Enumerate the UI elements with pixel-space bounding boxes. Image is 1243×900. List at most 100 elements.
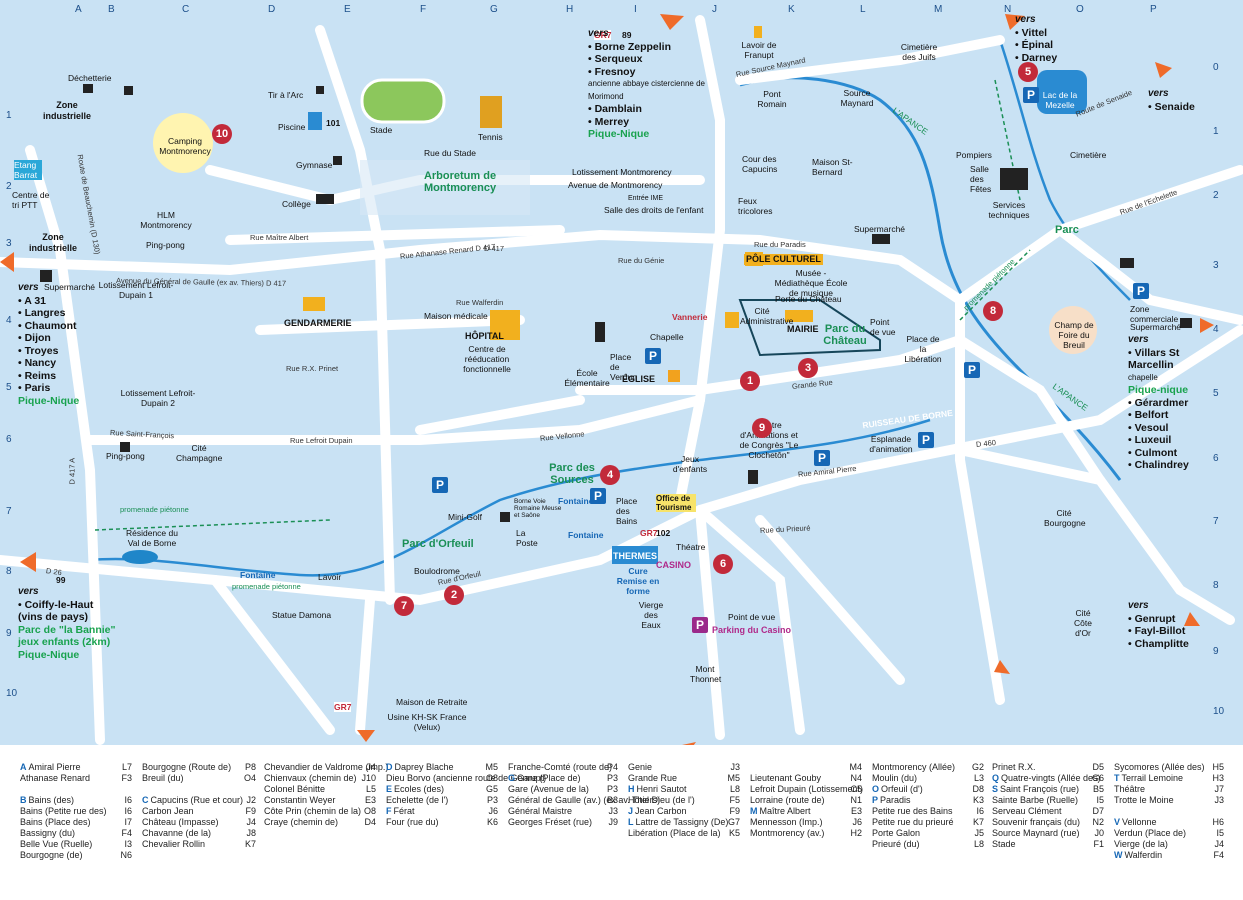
label-services-techniques: Services techniques xyxy=(988,200,1030,220)
parking-icon[interactable]: P xyxy=(964,362,980,378)
street-d417a: D 417 A xyxy=(67,457,77,485)
parking-icon[interactable]: P xyxy=(814,450,830,466)
parking-icon[interactable]: P xyxy=(645,348,661,364)
marker-3[interactable]: 3 xyxy=(798,358,818,378)
route-102: 102 xyxy=(656,528,671,538)
label-musee: Musée - Médiathèque École de musique xyxy=(774,268,848,298)
label-etang: Etang Barrat xyxy=(14,160,42,180)
legend-entry: Bourgogne (de)N6 xyxy=(20,850,132,860)
label-mairie: MAIRIE xyxy=(787,324,819,334)
legend-entry: Montmorency (av.)H2 xyxy=(750,828,862,838)
label-pont-romain: Pont Romain xyxy=(757,89,787,109)
label-hlm: HLM Montmorency xyxy=(140,210,192,230)
marker-6[interactable]: 6 xyxy=(713,554,733,574)
column-header: G xyxy=(490,4,498,15)
building xyxy=(1120,258,1134,268)
label-hopital: HÔPITAL xyxy=(465,331,504,341)
label-gymnase: Gymnase xyxy=(296,160,333,170)
marker-1[interactable]: 1 xyxy=(740,371,760,391)
column-header: N xyxy=(1004,4,1012,15)
legend-entry: Chienvaux (chemin de)J10 xyxy=(264,773,376,783)
label-salle-fetes: Salle des Fêtes xyxy=(970,164,992,194)
column-header: I xyxy=(634,4,637,15)
row-header: 1 xyxy=(1213,126,1219,137)
building xyxy=(316,194,334,204)
label-centre-reeducation: Centre de rééducation fonctionnelle xyxy=(463,344,511,374)
label-eglise: ÉGLISE xyxy=(622,374,656,384)
label-esplanade: Esplanade d'animation xyxy=(869,434,913,454)
label-lotissement-montmorency: Lotissement Montmorency xyxy=(572,167,672,177)
label-cite-champagne: Cité Champagne xyxy=(176,443,223,463)
route-89: 89 xyxy=(622,30,632,40)
marker-10[interactable]: 10 xyxy=(212,124,232,144)
label-supermarche-e: Supermarché xyxy=(1130,322,1182,332)
parking-icon[interactable]: P xyxy=(1133,283,1149,299)
label-lotissement-lefroit-2: Lotissement Lefroit-Dupain 2 xyxy=(120,388,196,408)
legend-entry: Breuil (du)O4 xyxy=(142,773,256,783)
label-salle-droits: Salle des droits de l'enfant xyxy=(604,205,704,215)
row-header: 9 xyxy=(6,628,12,639)
label-la-poste: La Poste xyxy=(516,528,538,548)
destination-item: • Champlitte xyxy=(1128,637,1189,650)
legend-entry: Montmorency (Allée)G2 xyxy=(872,762,984,772)
label-cure: Cure Remise en forme xyxy=(616,566,660,596)
building xyxy=(500,512,510,522)
legend-entry: Libération (Place de la)K5 xyxy=(628,828,740,838)
label-thermes: THERMES xyxy=(613,551,658,561)
label-piscine: Piscine xyxy=(278,122,306,132)
label-ping-pong: Ping-pong xyxy=(146,240,185,250)
destination-southeast: vers • Genrupt• Fayl-Billot• Champlitte xyxy=(1128,600,1189,650)
gendarmerie-building xyxy=(303,297,325,311)
route-99: 99 xyxy=(56,575,66,585)
legend-entry: Craye (chemin de)D4 xyxy=(264,817,376,827)
parking-icon[interactable]: P xyxy=(918,432,934,448)
label-supermarche-n: Supermarché xyxy=(854,224,906,234)
column-header: M xyxy=(934,4,943,15)
label-lavoir-franupt: Lavoir de Franupt xyxy=(741,40,777,60)
marker-9[interactable]: 9 xyxy=(752,418,772,438)
parking-icon[interactable]: P xyxy=(432,477,448,493)
destination-item: • Vittel xyxy=(1015,26,1048,39)
row-header: 2 xyxy=(6,181,12,192)
label-jeux-enfants: Jeux d'enfants xyxy=(672,454,708,474)
label-ecole-elementaire: École Élémentaire xyxy=(564,368,610,388)
label-champ-foire: Champ de Foire du Breuil xyxy=(1054,320,1094,350)
legend-entry: Moulin (du)L3 xyxy=(872,773,984,783)
column-header: B xyxy=(108,4,115,15)
parking-icon[interactable]: P xyxy=(590,488,606,504)
legend-entry: Souvenir français (du)N2 xyxy=(992,817,1104,827)
parking-icon[interactable]: P xyxy=(1023,87,1039,103)
marker-8[interactable]: 8 xyxy=(983,301,1003,321)
street-genie: Rue du Génie xyxy=(618,256,665,265)
row-header: 6 xyxy=(6,434,12,445)
destination-item: • Coiffy-le-Haut xyxy=(18,598,94,611)
marker-7[interactable]: 7 xyxy=(394,596,414,616)
parking-icon[interactable]: P xyxy=(692,617,708,633)
label-maison-retraite: Maison de Retraite xyxy=(396,697,468,707)
legend-entry: Verdun (Place de)I5 xyxy=(1114,828,1224,838)
town-map[interactable]: Déchetterie Zone industrielle Zone indus… xyxy=(0,0,1243,745)
destination-item: • Langres xyxy=(18,307,66,319)
marker-5[interactable]: 5 xyxy=(1018,62,1038,82)
column-header: O xyxy=(1076,4,1084,15)
label-arboretum: Arboretum de Montmorency xyxy=(423,170,497,194)
marker-2[interactable]: 2 xyxy=(444,585,464,605)
label-promenade-1: promenade piétonne xyxy=(120,505,189,514)
destination-item: • Damblain xyxy=(588,103,642,115)
row-header: 3 xyxy=(1213,260,1219,271)
label-usine: Usine KH-SK France (Velux) xyxy=(387,712,467,732)
label-place-liberation: Place de la Libération xyxy=(904,334,942,364)
marker-4[interactable]: 4 xyxy=(600,465,620,485)
legend-entry: Hôtel Dieu (de l')F5 xyxy=(628,795,740,805)
label-cimetiere-juifs: Cimetière des Juifs xyxy=(900,42,938,62)
label-zone-commerciale: Zone commerciale xyxy=(1130,304,1179,324)
